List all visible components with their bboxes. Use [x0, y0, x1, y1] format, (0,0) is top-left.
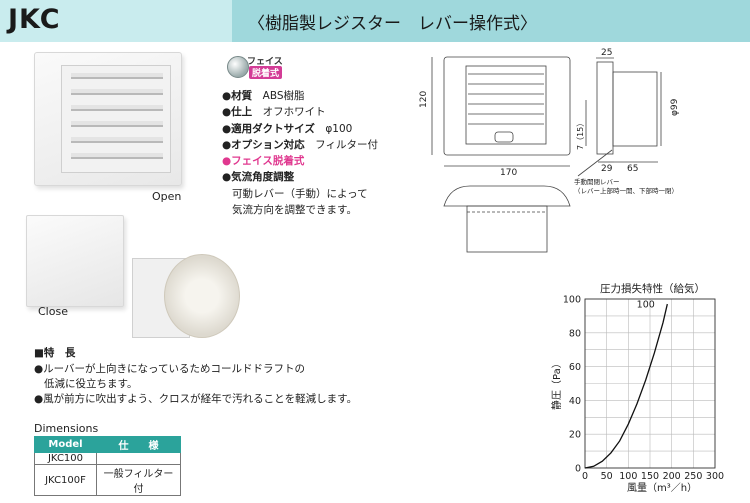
series-line: [584, 303, 668, 469]
y-tick-label: 20: [569, 430, 581, 441]
spec-airflow: ●気流角度調整: [222, 171, 295, 184]
badge-line2: 脱着式: [249, 66, 283, 79]
louver-slat: [71, 73, 163, 79]
x-tick-label: 100: [619, 471, 637, 482]
angle-label: 7（15）: [576, 119, 585, 150]
col-header-model: Model: [34, 436, 97, 453]
louver-slat: [71, 89, 163, 95]
dim-top-label: 25: [601, 48, 612, 58]
close-caption: Close: [38, 305, 68, 318]
face-detachable-badge: フェイス 脱着式: [227, 54, 291, 80]
model-name: JKC: [8, 4, 61, 35]
lever-leader: [577, 149, 613, 177]
lever-note-2: （レバー上部時一開、下部時一閉）: [574, 186, 678, 195]
product-photo-close: [26, 215, 124, 307]
louver-slat: [71, 121, 163, 127]
dim-65-label: 65: [627, 164, 638, 174]
y-tick-label: 100: [563, 295, 581, 306]
spec-duct: ●適用ダクトサイズ φ100: [222, 122, 353, 135]
dim-height-label: 120: [419, 91, 429, 108]
duct-tube: [164, 254, 240, 338]
spec-option: ●オプション対応 フィルター付: [222, 138, 378, 151]
front-view-louver-frame: [465, 65, 547, 145]
x-tick-label: 50: [601, 471, 613, 482]
chart-xlabel: 風量（m³／h）: [627, 482, 697, 494]
feature-item-cont: 低減に役立ちます。: [44, 378, 138, 390]
table-cell: JKC100F: [34, 464, 97, 496]
chart-title: 圧力損失特性（給気）: [600, 282, 705, 295]
feature-item: ●ルーバーが上向きになっているためコールドドラフトの: [34, 363, 306, 375]
open-caption: Open: [152, 190, 182, 203]
x-tick-label: 200: [663, 471, 681, 482]
spec-face: ●フェイス脱着式: [222, 155, 305, 168]
x-tick-label: 300: [706, 471, 724, 482]
product-photo-open: [34, 52, 182, 186]
x-tick-label: 250: [684, 471, 702, 482]
side-view-duct: [612, 71, 658, 147]
y-tick-label: 60: [569, 362, 581, 373]
x-tick-label: 0: [582, 471, 588, 482]
table-header-row: Model 仕 様: [34, 436, 181, 453]
y-tick-label: 80: [569, 328, 581, 339]
spec-airflow-line1: 可動レバー（手動）によって: [232, 187, 368, 200]
spec-list: ●材質 ABS樹脂 ●仕上 オフホワイト ●適用ダクトサイズ φ100 ●オプシ…: [222, 88, 402, 218]
lever-slot: [494, 131, 514, 143]
col-header-spec: 仕 様: [96, 436, 181, 453]
header-right-band: [232, 0, 750, 42]
louver-slat: [71, 153, 163, 159]
dim-width-label: 170: [500, 168, 517, 178]
spec-finish: ●仕上 オフホワイト: [222, 106, 326, 119]
header-left-band: [0, 0, 232, 42]
louver-slat: [71, 105, 163, 111]
page-header: JKC 〈樹脂製レジスター レバー操作式〉: [0, 0, 750, 42]
features-section: ■特 長 ●ルーバーが上向きになっているためコールドドラフトの 低減に役立ちます…: [34, 346, 374, 407]
plot-frame: [584, 298, 716, 469]
louver-slat: [71, 137, 163, 143]
spec-airflow-line2: 気流方向を調整できます。: [232, 204, 357, 217]
lever-note-1: 手動開閉レバー: [574, 177, 620, 186]
front-view-outline: [443, 56, 571, 156]
y-tick-label: 40: [569, 396, 581, 407]
x-tick-label: 150: [641, 471, 659, 482]
badge-icon: [227, 56, 249, 78]
y-tick-label: 0: [575, 464, 581, 475]
badge-line1: フェイス: [247, 57, 283, 67]
table-cell: 一般フィルター付: [96, 464, 181, 496]
page-title: 〈樹脂製レジスター レバー操作式〉: [248, 14, 537, 34]
spec-material: ●材質 ABS樹脂: [222, 90, 305, 102]
product-photo-back: [132, 250, 244, 340]
dimensions-title: Dimensions: [34, 422, 99, 435]
features-heading: ■特 長: [34, 347, 76, 359]
chart-ylabel: 静圧（Pa）: [550, 358, 563, 410]
bottom-view-face: [443, 185, 571, 207]
dimensions-table: Model 仕 様 JKC100 JKC100F 一般フィルター付: [34, 436, 181, 496]
dim-29-label: 29: [601, 164, 613, 174]
series-label: 100: [637, 299, 655, 310]
table-row: JKC100F 一般フィルター付: [34, 464, 181, 496]
bottom-view-duct: [466, 205, 548, 253]
dim-diameter-label: φ99: [670, 98, 680, 116]
feature-item: ●風が前方に吹出すよう、クロスが経年で汚れることを軽減します。: [34, 393, 358, 405]
